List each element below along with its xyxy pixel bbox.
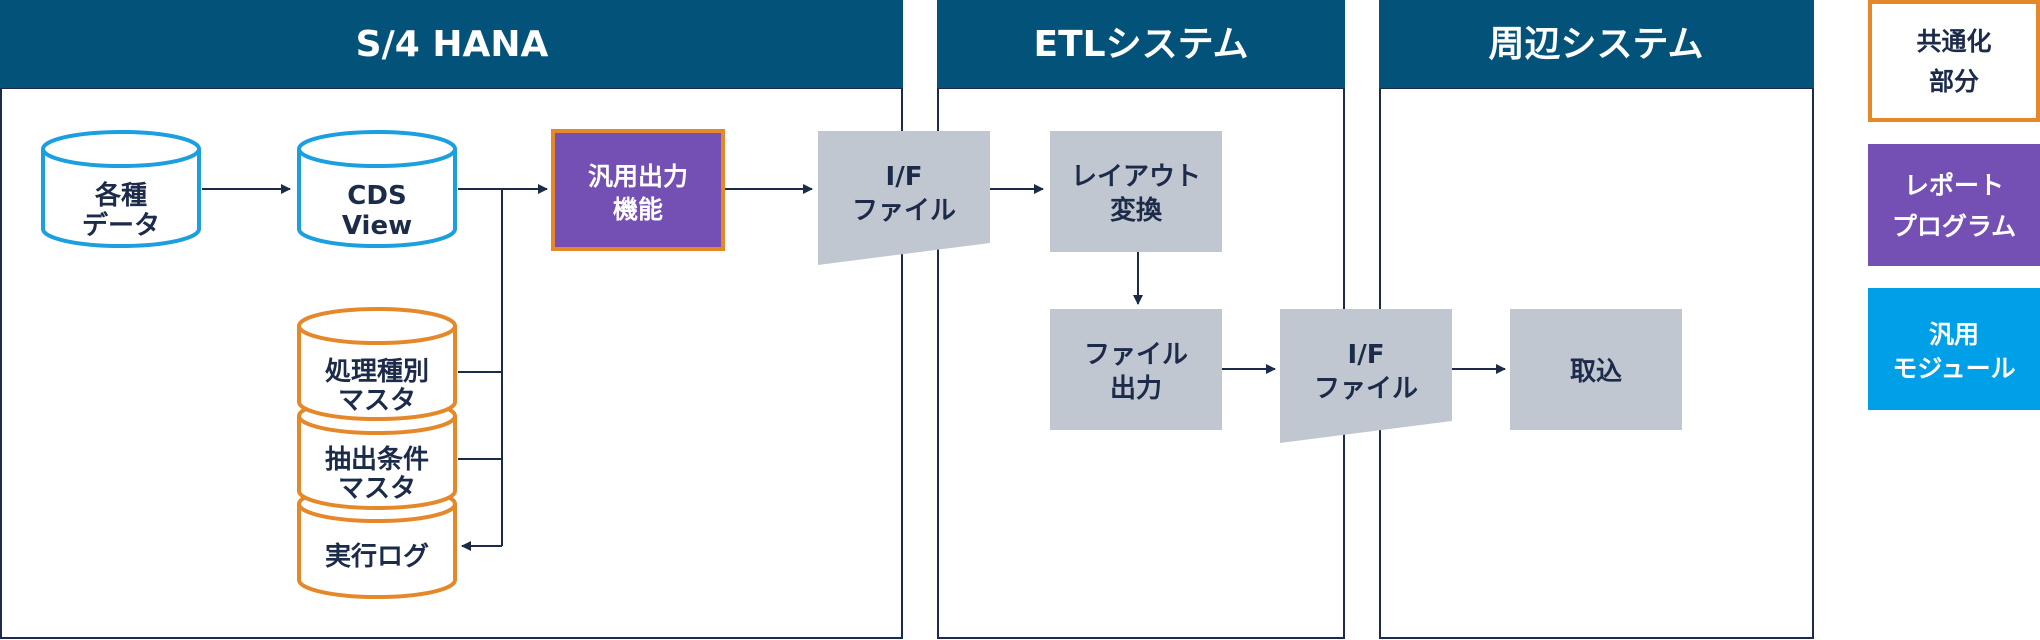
- section-peripheral: 周辺システム: [1379, 0, 1814, 639]
- box-layout-convert-label-2: 変換: [1110, 195, 1163, 226]
- db-process-master-label-2: マスタ: [338, 386, 416, 416]
- section-title-etl: ETLシステム: [1033, 24, 1248, 65]
- box-generic-output-label-2: 機能: [613, 195, 663, 224]
- legend-common: 共通化 部分: [1868, 0, 2040, 122]
- box-import: 取込: [1510, 309, 1682, 430]
- db-various-data-label-2: データ: [82, 210, 160, 241]
- file-if-1-label-1: I/F: [886, 162, 923, 192]
- db-process-master: 処理種別 マスタ: [297, 307, 457, 421]
- db-extract-master-label-2: マスタ: [338, 474, 416, 504]
- box-layout-convert: レイアウト 変換: [1050, 131, 1222, 252]
- legend: 共通化 部分 レポート プログラム 汎用 モジュール: [1868, 0, 2040, 410]
- file-if-2: I/F ファイル: [1280, 309, 1452, 443]
- db-exec-log-label: 実行ログ: [325, 541, 429, 572]
- legend-common-label-1: 共通化: [1916, 27, 1991, 56]
- db-cds-view-label-2: View: [342, 211, 412, 241]
- db-process-master-label-1: 処理種別: [325, 357, 429, 387]
- legend-module-label-1: 汎用: [1929, 320, 1979, 349]
- section-title-peripheral: 周辺システム: [1489, 24, 1704, 65]
- db-various-data: 各種 データ: [41, 130, 201, 248]
- legend-module: 汎用 モジュール: [1868, 288, 2040, 410]
- legend-common-label-2: 部分: [1929, 67, 1979, 96]
- box-generic-output-label-1: 汎用出力: [588, 162, 688, 191]
- box-file-output-label-2: 出力: [1110, 374, 1162, 404]
- file-if-2-label-2: ファイル: [1314, 374, 1418, 404]
- legend-report-label-1: レポート: [1904, 171, 2004, 200]
- legend-report: レポート プログラム: [1868, 144, 2040, 266]
- section-title-s4hana: S/4 HANA: [356, 24, 549, 65]
- file-if-1: I/F ファイル: [818, 131, 990, 265]
- db-cds-view: CDS View: [297, 130, 457, 248]
- box-layout-convert-label-1: レイアウト: [1071, 162, 1201, 192]
- legend-module-label-2: モジュール: [1892, 354, 2015, 383]
- legend-report-label-2: プログラム: [1892, 212, 2016, 241]
- db-extract-master-label-1: 抽出条件: [325, 445, 429, 475]
- box-generic-output: 汎用出力 機能: [551, 129, 725, 251]
- connectors: [202, 184, 1506, 551]
- db-cds-view-label-1: CDS: [347, 181, 406, 211]
- file-if-2-label-1: I/F: [1348, 340, 1385, 370]
- file-if-1-label-2: ファイル: [852, 196, 956, 226]
- db-various-data-label-1: 各種: [94, 180, 147, 211]
- box-import-label: 取込: [1570, 357, 1622, 387]
- box-file-output: ファイル 出力: [1050, 309, 1222, 430]
- box-file-output-label-1: ファイル: [1084, 340, 1188, 370]
